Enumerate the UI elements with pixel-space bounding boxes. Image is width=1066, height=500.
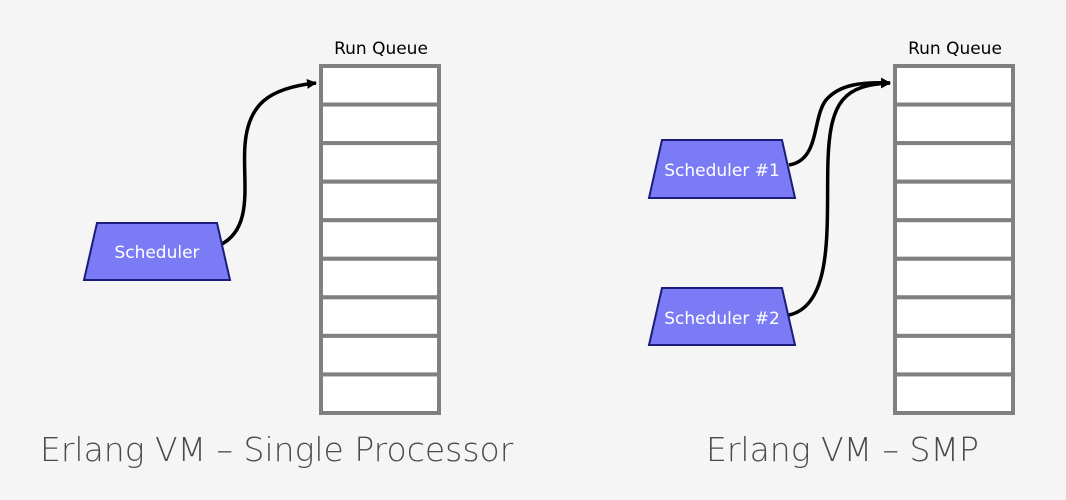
right-scheduler-1: Scheduler #1 bbox=[647, 139, 797, 199]
right-run-queue bbox=[893, 64, 1015, 416]
right-scheduler-1-label: Scheduler #1 bbox=[664, 161, 780, 181]
left-queue-slot bbox=[319, 179, 441, 223]
left-run-queue bbox=[319, 64, 441, 416]
left-queue-slot bbox=[319, 333, 441, 377]
right-queue-slot bbox=[893, 333, 1015, 377]
right-queue-slot bbox=[893, 256, 1015, 300]
left-queue-slot bbox=[319, 372, 441, 416]
right-queue-slot bbox=[893, 102, 1015, 146]
left-scheduler-label: Scheduler bbox=[114, 243, 199, 263]
left-queue-slot bbox=[319, 102, 441, 146]
left-scheduler-shape bbox=[82, 222, 232, 281]
left-queue-slot bbox=[319, 64, 441, 107]
right-queue-slot bbox=[893, 141, 1015, 184]
right-queue-slot bbox=[893, 218, 1015, 261]
left-queue-slot bbox=[319, 141, 441, 184]
right-diagram: Run Queue Scheduler #1 Scheduler #2 bbox=[647, 39, 1015, 416]
right-caption: Erlang VM – SMP bbox=[706, 430, 979, 469]
right-queue-slot bbox=[893, 64, 1015, 107]
left-queue-slot bbox=[319, 295, 441, 338]
left-queue-slot bbox=[319, 256, 441, 300]
right-scheduler-1-arrow bbox=[788, 77, 891, 167]
right-scheduler-1-shape bbox=[647, 139, 797, 199]
right-run-queue-label: Run Queue bbox=[908, 39, 1002, 59]
right-scheduler-2-arrow bbox=[788, 78, 891, 317]
left-caption: Erlang VM – Single Processor bbox=[40, 430, 514, 469]
left-diagram: Run Queue Scheduler bbox=[82, 39, 441, 416]
right-queue-slot bbox=[893, 372, 1015, 416]
right-queue-slot bbox=[893, 179, 1015, 223]
right-scheduler-2-shape bbox=[647, 287, 797, 346]
right-queue-slot bbox=[893, 295, 1015, 338]
right-scheduler-2-label: Scheduler #2 bbox=[664, 309, 780, 329]
left-queue-slot bbox=[319, 218, 441, 261]
left-scheduler: Scheduler bbox=[82, 222, 232, 281]
right-scheduler-2: Scheduler #2 bbox=[647, 287, 797, 346]
left-scheduler-arrow bbox=[219, 78, 317, 247]
left-run-queue-label: Run Queue bbox=[334, 39, 428, 59]
